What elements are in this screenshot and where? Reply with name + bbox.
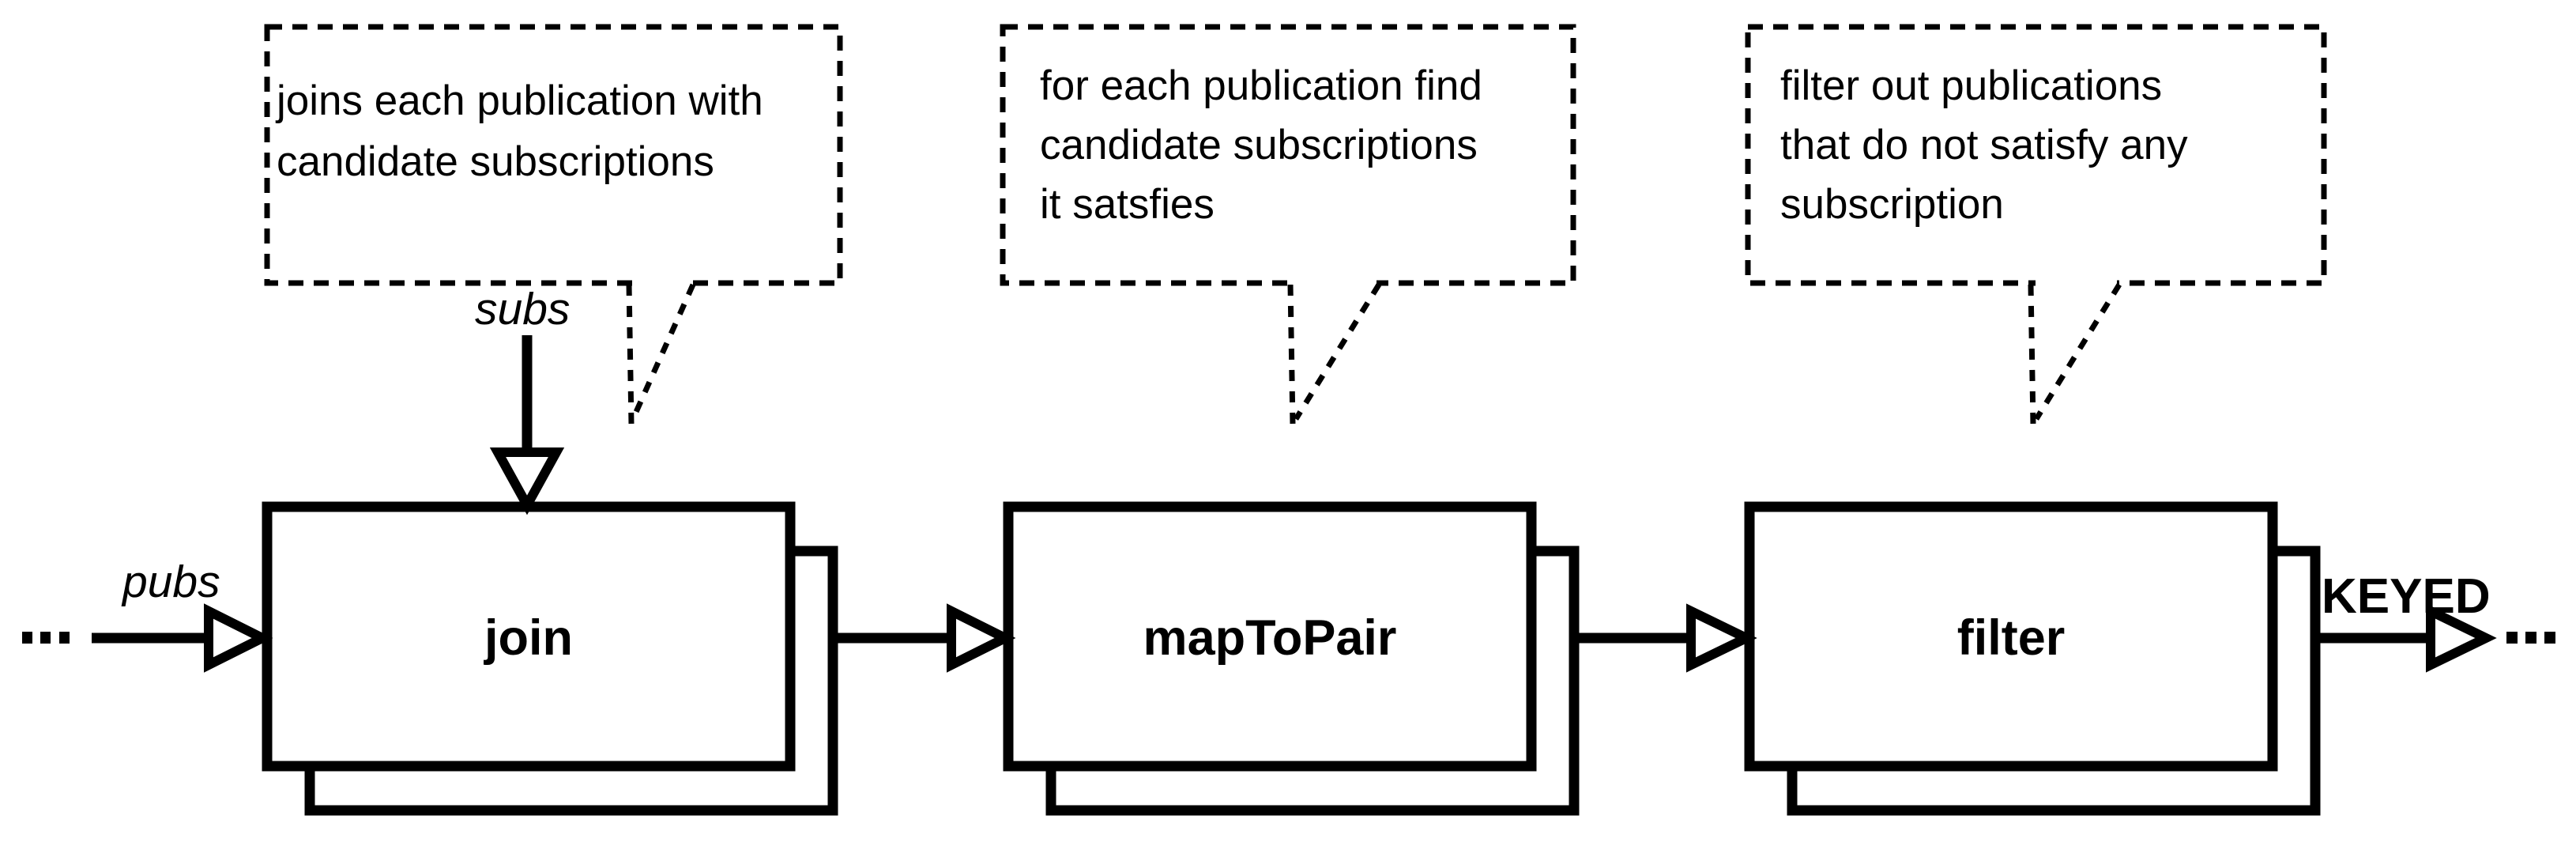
arrow-maptopair-to-filter <box>1569 603 1757 673</box>
note-line: filter out publications <box>1780 62 2162 109</box>
stage-join: join <box>262 501 838 816</box>
output-tag-label: KEYED <box>2322 569 2491 624</box>
annotation-maptopair-note: for each publication find candidate subs… <box>1000 24 1576 425</box>
ellipsis-dot <box>22 632 32 644</box>
note-line: that do not satisfy any <box>1780 122 2188 168</box>
stage-filter: filter <box>1744 501 2321 816</box>
stage-label: join <box>484 610 573 666</box>
bubble-tail <box>1287 283 1381 425</box>
note-line: subscription <box>1780 181 2004 228</box>
input-stream: pubs <box>22 557 273 673</box>
bubble-tail-gap <box>1295 278 1377 289</box>
stage-box <box>1003 501 1537 772</box>
stage-label: mapToPair <box>1143 610 1397 666</box>
annotation-join-note: joins each publication with candidate su… <box>264 24 843 425</box>
bubble-border <box>1000 24 1576 286</box>
output-stream: KEYED <box>2312 569 2555 673</box>
stage-box <box>262 501 796 772</box>
output-ellipsis-icon <box>2506 632 2555 644</box>
arrowhead-down-icon <box>489 447 565 515</box>
bubble-tail <box>2028 283 2122 425</box>
arrow-join-to-maptopair <box>828 603 1016 673</box>
note-line: for each publication find <box>1040 62 1482 109</box>
subs-stream-label: subs <box>475 284 570 334</box>
arrowhead-right-icon <box>1686 603 1757 673</box>
arrowhead-right-icon <box>204 603 273 673</box>
arrowhead-right-icon <box>947 603 1016 673</box>
stage-box <box>1744 501 2278 772</box>
note-line: candidate subscriptions <box>1040 122 1478 168</box>
subs-stream: subs <box>475 284 570 515</box>
note-line: it satsfies <box>1040 181 1215 228</box>
ellipsis-dot <box>40 632 51 644</box>
bubble-tail <box>626 283 696 425</box>
bubble-tail-gap <box>634 278 691 289</box>
input-ellipsis-icon <box>22 632 70 644</box>
annotation-filter-note: filter out publications that do not sati… <box>1745 24 2327 425</box>
ellipsis-dot <box>59 632 70 644</box>
ellipsis-dot <box>2506 632 2518 644</box>
input-stream-label: pubs <box>121 557 220 607</box>
arrowhead-right-icon <box>2426 603 2497 673</box>
ellipsis-dot <box>2544 632 2555 644</box>
bubble-border <box>264 24 843 286</box>
note-line: candidate subscriptions <box>277 138 714 185</box>
stage-label: filter <box>1957 610 2066 666</box>
note-line: joins each publication with <box>275 77 763 124</box>
stage-maptopair: mapToPair <box>1003 501 1580 816</box>
bubble-tail-gap <box>2036 278 2117 289</box>
ellipsis-dot <box>2525 632 2536 644</box>
